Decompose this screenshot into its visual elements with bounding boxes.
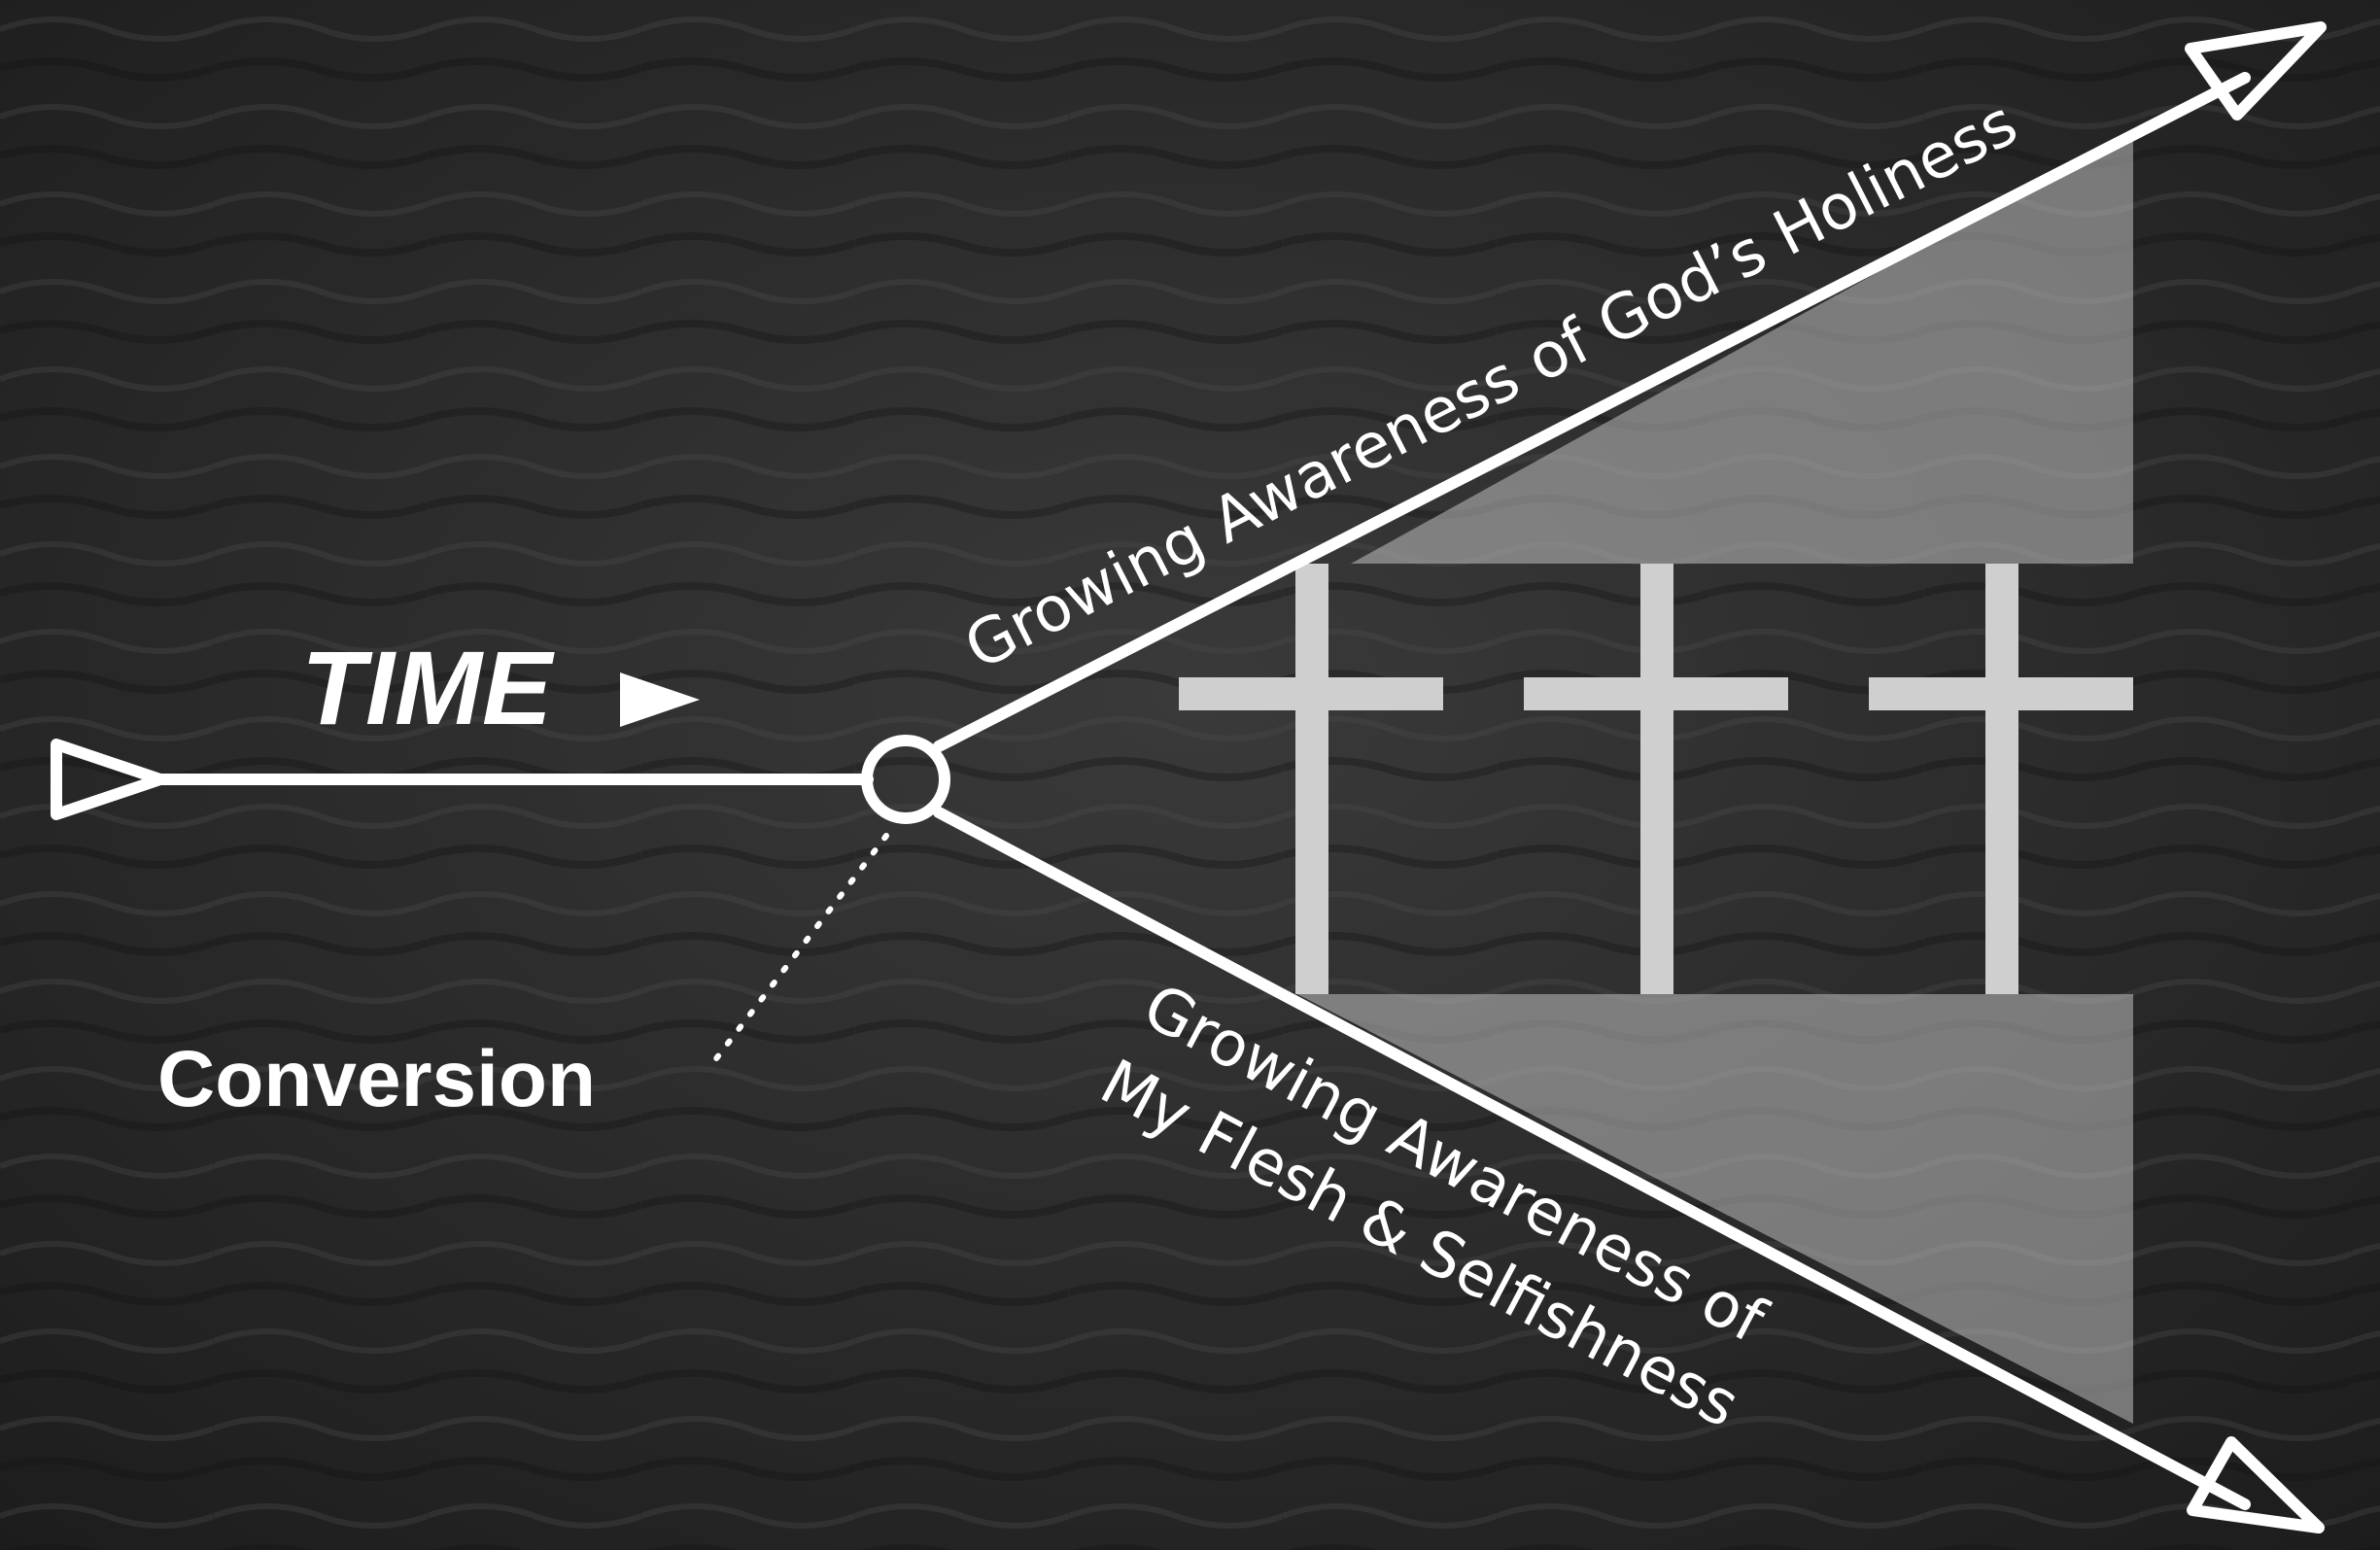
conversion-label: Conversion — [157, 1035, 596, 1123]
time-label: TIME — [301, 629, 555, 746]
crosses — [1179, 564, 2133, 994]
